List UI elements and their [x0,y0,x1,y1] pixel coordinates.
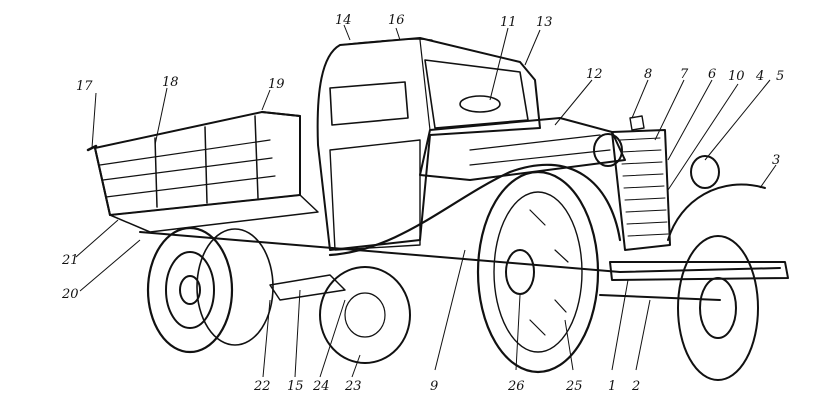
label-15: 15 [287,379,304,394]
label-4: 4 [755,69,764,84]
headlight-left [593,133,623,167]
label-26: 26 [507,379,525,394]
label-20: 20 [61,287,79,302]
radiator [611,115,671,251]
label-2: 2 [631,379,640,394]
label-5: 5 [776,69,784,84]
chassis-frame [139,231,781,273]
label-22: 22 [253,379,271,394]
door [329,139,421,251]
callout-labels: 17 18 19 14 16 11 13 12 8 7 6 10 4 5 3 2… [61,13,784,394]
label-16: 16 [388,13,405,28]
front-bumper [609,261,789,281]
running-board [269,274,346,301]
steering-wheel [459,95,501,113]
cargo-bed [86,111,319,233]
label-1: 1 [608,379,616,394]
label-18: 18 [162,75,179,90]
label-7: 7 [680,67,689,82]
label-9: 9 [430,379,438,394]
front-wheel [476,170,600,374]
label-19: 19 [268,77,285,92]
label-24: 24 [312,379,330,394]
front-axle [599,294,721,301]
label-12: 12 [586,67,603,82]
label-6: 6 [708,67,716,82]
leader-lines [75,24,777,378]
front-fender [328,163,622,257]
label-3: 3 [772,153,780,168]
label-8: 8 [644,67,652,82]
label-11: 11 [500,15,517,30]
headlight-right [690,155,720,189]
label-13: 13 [536,15,553,30]
label-10: 10 [728,69,745,84]
rear-wheels [146,226,274,354]
label-17: 17 [76,79,93,94]
right-fender [667,183,766,241]
label-14: 14 [335,13,352,28]
label-23: 23 [344,379,362,394]
label-21: 21 [61,253,79,268]
front-wheel-far [677,235,759,381]
middle-wheel [319,266,411,364]
label-25: 25 [565,379,583,394]
truck-illustration [86,37,789,381]
